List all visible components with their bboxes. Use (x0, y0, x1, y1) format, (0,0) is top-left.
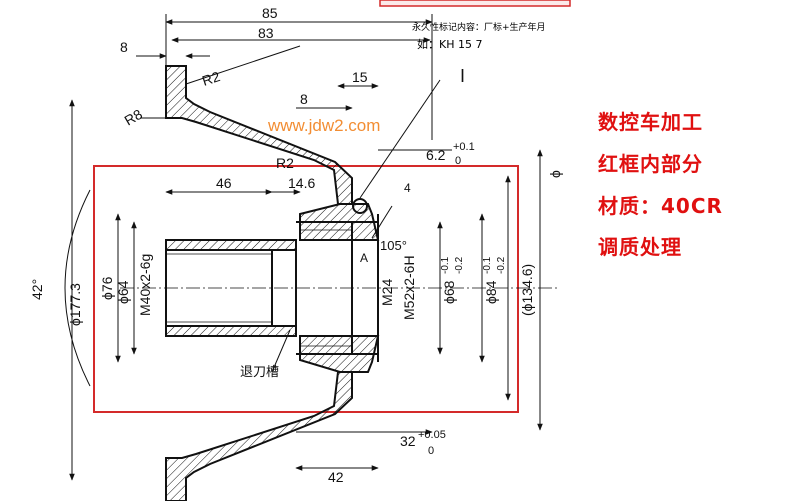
dim-thread-m52: M52x2-6H (401, 255, 417, 320)
groove-tol-upper: +0.1 (453, 141, 475, 153)
dim-dia-68: ϕ68 (441, 280, 457, 304)
dim-32-tol-upper: +0.05 (418, 429, 446, 441)
dim-15: 15 (352, 69, 368, 85)
dim-groove-6-2: 6.2 (426, 147, 446, 163)
dim-46: 46 (216, 175, 232, 191)
dim-r8: R8 (122, 106, 146, 129)
dim-thread-m24: M24 (379, 279, 395, 306)
dim-dia-84: ϕ84 (483, 280, 499, 304)
dim-r2-top: R2 (200, 68, 222, 89)
dim-32: 32 (400, 433, 416, 449)
note-heat-treat: 调质处理 (598, 235, 682, 259)
dim-r2-inner: R2 (276, 155, 294, 171)
dim-dia-76: ϕ76 (99, 276, 115, 300)
part-section-bottom (165, 325, 380, 501)
dia-84-tol-upper: -0.1 (482, 256, 493, 274)
dim-32-tol-lower: 0 (428, 445, 434, 457)
dia-68-tol-lower: -0.2 (454, 256, 465, 274)
dim-83: 83 (258, 25, 274, 41)
thread-lines (166, 229, 352, 347)
watermark-text: www.jdw2.com (267, 116, 380, 135)
dim-flange-8: 8 (120, 39, 128, 55)
dim-angle-42: 42° (29, 279, 45, 300)
dim-14-6: 14.6 (288, 175, 315, 191)
dim-dia-177-3: ϕ177.3 (67, 283, 83, 326)
cnc-region-frame (93, 165, 519, 413)
dim-4: 4 (404, 181, 411, 195)
stamp-line2: 如：KH 15 7 (417, 37, 482, 51)
dim-dia-134-6: (ϕ134.6) (519, 264, 535, 316)
stamp-box: 永久性标记内容：厂标+生产年月 如：KH 15 7 (379, 0, 571, 51)
dim-dia-right: ϕ (547, 170, 563, 178)
dim-thread-m40: M40x2-6g (137, 254, 153, 316)
section-mark-I: I (460, 66, 465, 86)
dim-85: 85 (262, 5, 278, 21)
note-cnc: 数控车加工 (598, 110, 703, 134)
dim-8-mid: 8 (300, 91, 308, 107)
stamp-line1: 永久性标记内容：厂标+生产年月 (412, 21, 546, 33)
dim-angle-105: 105° (380, 238, 407, 253)
dim-dia-64: ϕ64 (115, 280, 131, 304)
dim-42: 42 (328, 469, 344, 485)
dia-84-tol-lower: -0.2 (496, 256, 507, 274)
label-A: A (360, 251, 368, 265)
label-undercut: 退刀槽 (240, 365, 279, 380)
note-red-frame: 红框内部分 (598, 152, 703, 176)
dia-68-tol-upper: -0.1 (440, 256, 451, 274)
groove-tol-lower: 0 (455, 155, 461, 167)
dimension-lines (64, 14, 543, 481)
note-material: 材质：40CR (598, 194, 723, 218)
inner-profile (165, 198, 379, 362)
